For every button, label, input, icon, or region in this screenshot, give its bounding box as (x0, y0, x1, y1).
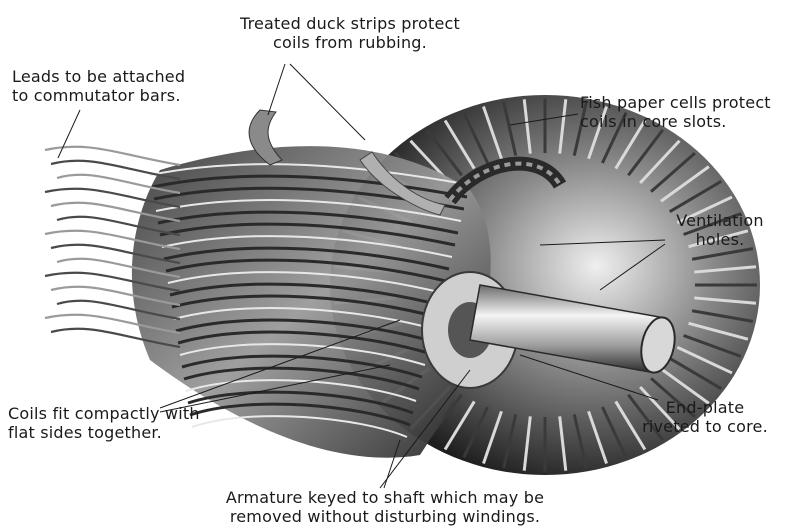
label-ventilation: Ventilation holes. (660, 211, 780, 249)
label-fish-paper-line2: coils in core slots. (580, 112, 771, 131)
label-leads: Leads to be attached to commutator bars. (12, 67, 185, 105)
label-armature-keyed: Armature keyed to shaft which may be rem… (190, 488, 580, 526)
label-coils-fit: Coils fit compactly with flat sides toge… (8, 404, 200, 442)
label-treated-duck-line2: coils from rubbing. (220, 33, 480, 52)
label-leads-line2: to commutator bars. (12, 86, 185, 105)
label-ventilation-line1: Ventilation (660, 211, 780, 230)
label-armature-keyed-line2: removed without disturbing windings. (190, 507, 580, 526)
label-fish-paper-line1: Fish paper cells protect (580, 93, 771, 112)
label-fish-paper: Fish paper cells protect coils in core s… (580, 93, 771, 131)
label-coils-fit-line2: flat sides together. (8, 423, 200, 442)
leader-duck-2 (290, 64, 365, 140)
leader-leads (58, 110, 80, 158)
label-treated-duck: Treated duck strips protect coils from r… (220, 14, 480, 52)
label-coils-fit-line1: Coils fit compactly with (8, 404, 200, 423)
label-end-plate: End-plate riveted to core. (630, 398, 780, 436)
label-ventilation-line2: holes. (660, 230, 780, 249)
label-leads-line1: Leads to be attached (12, 67, 185, 86)
label-end-plate-line2: riveted to core. (630, 417, 780, 436)
label-treated-duck-line1: Treated duck strips protect (220, 14, 480, 33)
leader-duck-1 (268, 64, 285, 115)
label-armature-keyed-line1: Armature keyed to shaft which may be (190, 488, 580, 507)
label-end-plate-line1: End-plate (630, 398, 780, 417)
